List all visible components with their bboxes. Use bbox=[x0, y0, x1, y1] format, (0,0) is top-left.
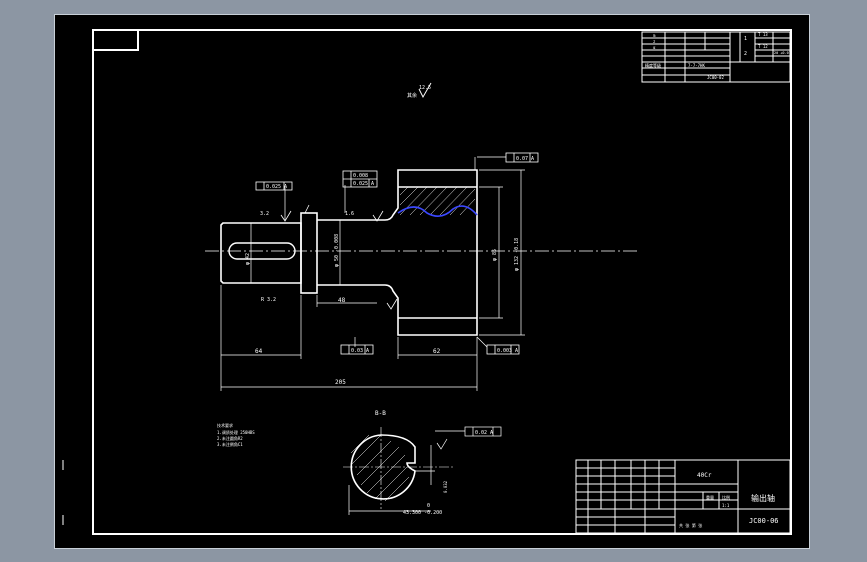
dim-radius: R 3.2 bbox=[261, 297, 276, 303]
notes-line2: 2.未注圆角R2 bbox=[217, 435, 243, 441]
dimension-lines bbox=[220, 157, 525, 391]
corner-box bbox=[92, 29, 139, 51]
notes-line3: 3.未注倒角C1 bbox=[217, 441, 243, 447]
roughness-main-value: 12.5 bbox=[419, 85, 431, 91]
title-drawing-number: JC00-06 bbox=[749, 517, 779, 525]
rev-2: 2 bbox=[744, 51, 747, 57]
dim-shaft-diameter: φ 50 -0.008 bbox=[334, 234, 340, 267]
tol-frame-1 bbox=[255, 181, 293, 191]
title-scale-label: 比例 bbox=[722, 494, 730, 500]
key-slot bbox=[228, 242, 296, 260]
param-m: m bbox=[653, 33, 656, 38]
section-key-dim: 43.300 -0.200 bbox=[403, 510, 442, 516]
gear-hatch bbox=[399, 186, 476, 216]
title-weight-label: 重量 bbox=[706, 494, 714, 500]
tol-frame-5 bbox=[340, 344, 374, 355]
section-dims bbox=[348, 426, 502, 515]
tol-7-text: 0.02 A bbox=[475, 430, 493, 436]
param-z: z bbox=[653, 39, 656, 44]
title-block bbox=[575, 459, 791, 534]
gear-break-line bbox=[397, 205, 478, 217]
dim-bore-diameter: φ 85 bbox=[492, 249, 498, 261]
tol-3-text: 0.025 A bbox=[353, 181, 374, 187]
title-scale-value: 1:1 bbox=[722, 503, 730, 508]
roughness-marks bbox=[280, 204, 398, 310]
tol-5-text: 0.03 A bbox=[351, 348, 369, 354]
title-part-name: 输出轴 bbox=[751, 493, 775, 503]
param-alpha: α bbox=[653, 45, 656, 50]
tol-6-text: 0.003 A bbox=[497, 348, 518, 354]
cad-viewport[interactable]: m z α 精度等级 7-7-7HK JC00-02 1 2 T 13 T 12… bbox=[54, 14, 810, 549]
rev-c1: T 13 bbox=[758, 32, 768, 37]
param-ref: JC00-02 bbox=[707, 75, 724, 80]
param-table bbox=[641, 31, 791, 83]
rev-c2: T 12 bbox=[758, 44, 768, 49]
section-bb bbox=[350, 434, 416, 500]
rev-c3: 20 +0.07 bbox=[774, 51, 791, 55]
tol-4-text: 0.07 A bbox=[516, 156, 534, 162]
dim-right: 62 bbox=[433, 348, 441, 355]
tol-frame-2 bbox=[342, 170, 378, 188]
section-key-depth: 0.032 bbox=[443, 480, 448, 493]
notes-title: 技术要求 bbox=[217, 422, 233, 428]
section-hatch bbox=[350, 434, 410, 502]
tol-1-text: 0.025 A bbox=[266, 184, 287, 190]
dim-mid: 48 bbox=[338, 297, 346, 304]
dim-gear-diameter: φ 132 -0.18 bbox=[514, 238, 520, 271]
drawing-canvas[interactable]: m z α 精度等级 7-7-7HK JC00-02 1 2 T 13 T 12… bbox=[55, 15, 811, 550]
param-grade: 7-7-7HK bbox=[688, 63, 705, 68]
outer-frame bbox=[92, 29, 792, 535]
dim-left: 64 bbox=[255, 348, 263, 355]
roughness-note: 其余 bbox=[407, 92, 417, 99]
param-grade-label: 精度等级 bbox=[645, 62, 661, 68]
rev-1: 1 bbox=[744, 36, 747, 42]
dim-bs: 1.6 bbox=[345, 211, 354, 217]
shaft-outline bbox=[220, 169, 478, 336]
tol-frame-6 bbox=[486, 344, 520, 355]
notes-line1: 1.调质处理 250HBS bbox=[217, 429, 255, 435]
title-material: 40Cr bbox=[697, 472, 712, 479]
dim-total: 205 bbox=[335, 379, 346, 386]
roughness-main bbox=[418, 82, 432, 99]
section-key-width: 0 bbox=[427, 503, 430, 509]
title-sheet: 共 张 第 张 bbox=[679, 522, 702, 528]
tol-frame-4 bbox=[477, 152, 539, 163]
section-label: B-B bbox=[375, 410, 386, 417]
tol-2-text: 0.008 bbox=[353, 173, 368, 179]
dim-left-diameter: φ 42 bbox=[245, 253, 251, 265]
dim-chamfer: 3.2 bbox=[260, 211, 269, 217]
